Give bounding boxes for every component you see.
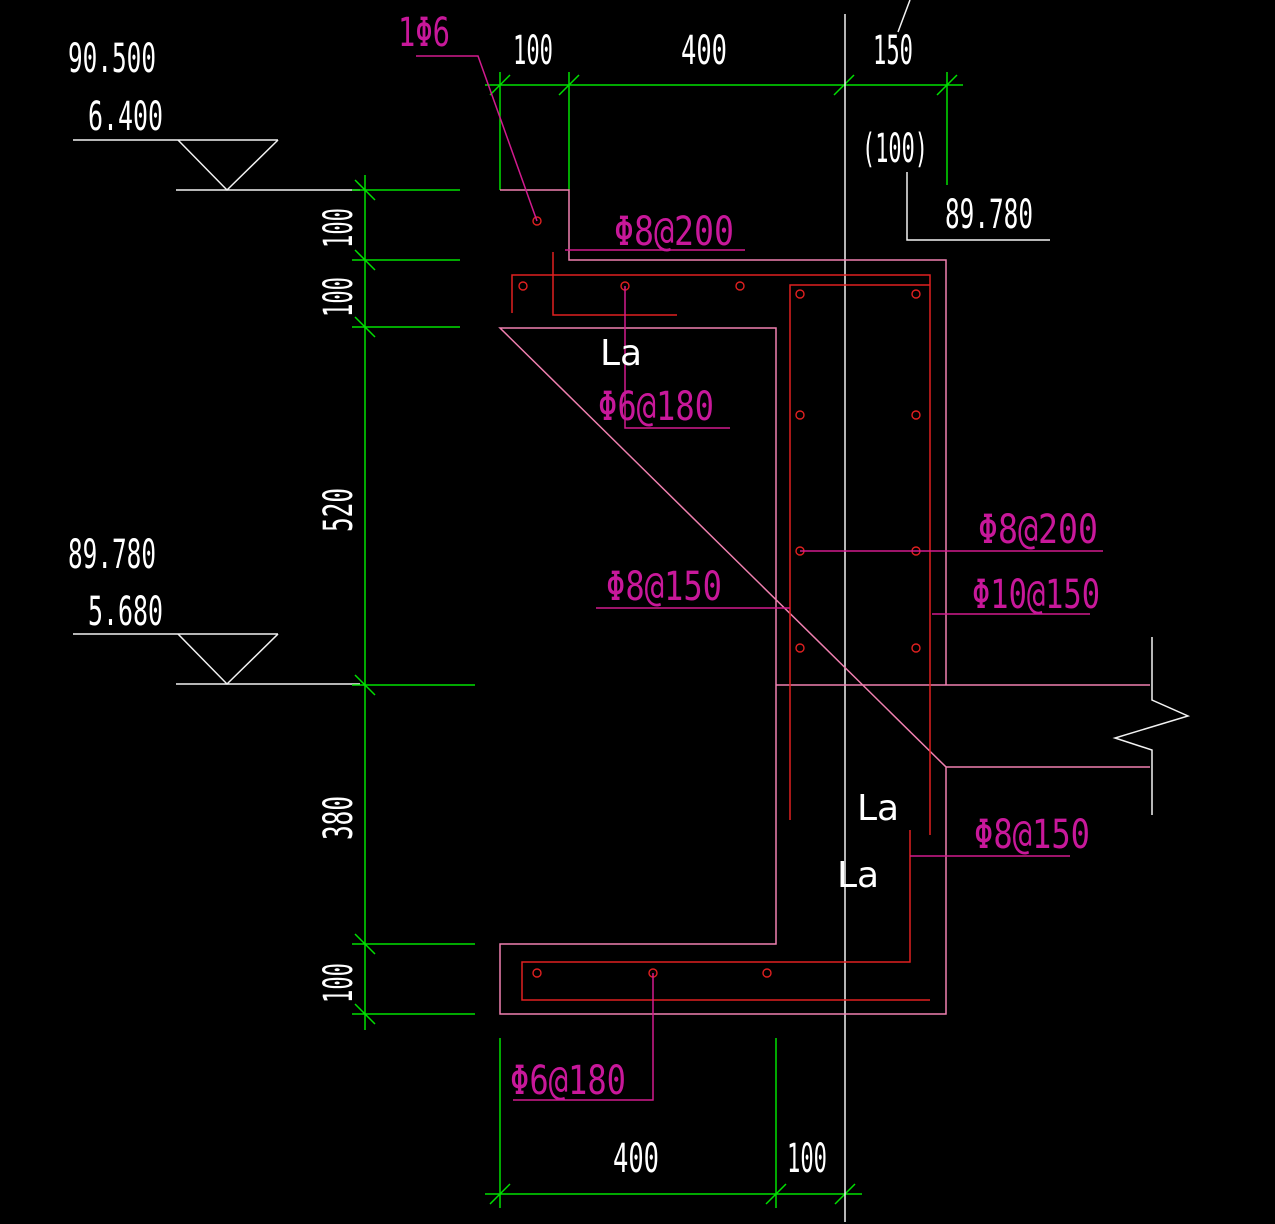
rebar-labels: 1Φ6 Φ8@200 Φ6@180 Φ8@200 Φ10@150 Φ8@150 …: [398, 10, 1100, 1104]
la-mid: La: [857, 788, 899, 829]
dim-left-520: 520: [316, 488, 362, 532]
anchorage-labels: La La La: [600, 333, 899, 896]
leader-lines: [416, 55, 1103, 1101]
dim-top-paren-100: (100): [862, 126, 928, 172]
elevation-marker-mid: 89.780 5.680: [68, 532, 360, 686]
label-lower-bar: Φ8@150: [974, 812, 1090, 858]
elevation-top-absolute: 90.500: [68, 36, 156, 82]
concrete-outline: [498, 189, 947, 1015]
elevation-marker-top: 90.500 6.400: [68, 36, 360, 192]
dim-bottom-100: 100: [787, 1136, 827, 1182]
la-top: La: [600, 333, 642, 374]
dim-top-400: 400: [681, 28, 727, 74]
label-beam-stirrup: Φ8@200: [978, 507, 1098, 553]
rebar-lines: [511, 252, 931, 1001]
label-wall-bar: Φ8@150: [606, 564, 722, 610]
dim-left-380: 380: [316, 796, 362, 840]
la-low: La: [837, 855, 879, 896]
dimension-chain-top: 100 400 150 (100): [485, 0, 963, 190]
dimension-chain-bottom: 400 100: [485, 1038, 862, 1208]
dim-top-150: 150: [873, 28, 913, 74]
rebar-dots: [518, 216, 921, 978]
label-stirrup-top: Φ8@200: [614, 209, 734, 255]
label-dist-top: Φ6@180: [598, 384, 714, 430]
elevation-top-relative: 6.400: [88, 94, 163, 140]
dim-left-100-b: 100: [316, 277, 362, 317]
label-dist-bottom: Φ6@180: [510, 1058, 626, 1104]
dim-left-100-c: 100: [316, 963, 362, 1003]
elevation-callout-value: 89.780: [945, 192, 1033, 238]
label-single-bar: 1Φ6: [398, 10, 450, 56]
elevation-mid-absolute: 89.780: [68, 532, 156, 578]
dim-bottom-400: 400: [613, 1136, 659, 1182]
elevation-callout-right: 89.780: [906, 172, 1050, 241]
dimension-chain-left: 100 100 520 380 100: [316, 175, 475, 1030]
elevation-mid-relative: 5.680: [88, 589, 163, 635]
break-line: [1112, 637, 1191, 815]
dim-left-100-a: 100: [316, 208, 362, 248]
dim-top-100: 100: [513, 28, 553, 74]
label-beam-side: Φ10@150: [972, 572, 1100, 618]
